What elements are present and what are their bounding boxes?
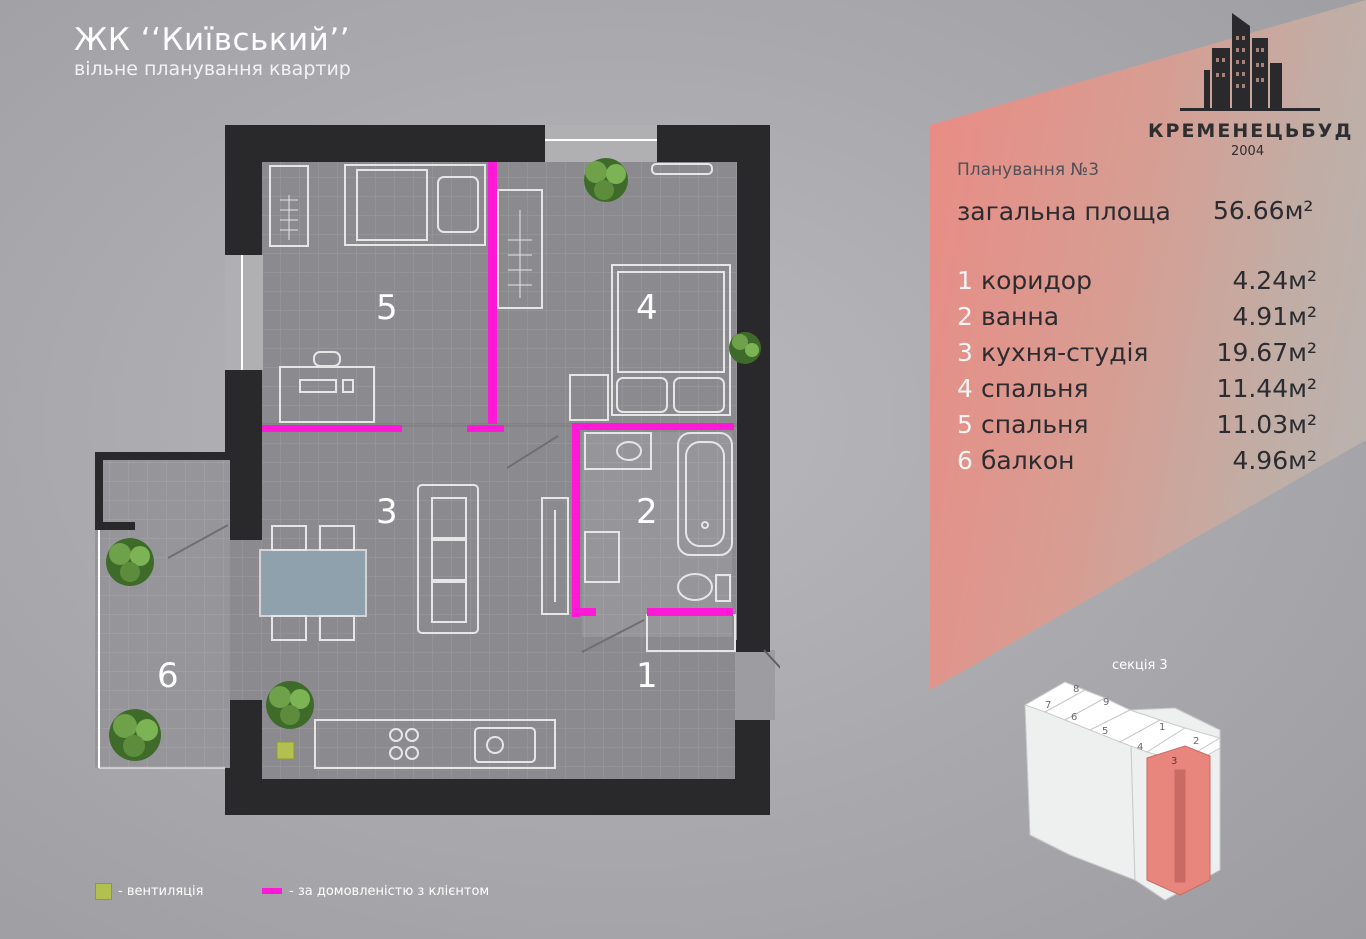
dining-table bbox=[259, 549, 367, 617]
project-title: ЖК ‘‘Київський’’ bbox=[74, 22, 351, 58]
room-name: кухня-студія bbox=[981, 338, 1149, 367]
brand-year: 2004 bbox=[1231, 144, 1265, 159]
room-row: 2 ванна 4.91м² bbox=[957, 302, 1317, 336]
total-area-value: 56.66м² bbox=[1213, 196, 1314, 225]
room-number: 4 bbox=[957, 374, 973, 403]
section-apt-8: 8 bbox=[1073, 684, 1079, 695]
room-label-6: 6 bbox=[157, 656, 179, 696]
section-apt-1: 1 bbox=[1159, 722, 1165, 733]
plant-icon bbox=[584, 158, 628, 202]
section-label: секція 3 bbox=[1112, 658, 1168, 673]
section-diagram: 8 7 6 9 5 1 4 2 3 bbox=[1023, 681, 1222, 901]
bed-5 bbox=[344, 164, 486, 246]
room-name: балкон bbox=[981, 446, 1075, 475]
room-label-5: 5 bbox=[376, 288, 398, 328]
bed-4 bbox=[611, 264, 731, 416]
room-row: 5 спальня 11.03м² bbox=[957, 410, 1317, 444]
toilet bbox=[677, 573, 713, 601]
room-number: 2 bbox=[957, 302, 973, 331]
ventilation-marker bbox=[276, 741, 295, 760]
room-row: 1 коридор 4.24м² bbox=[957, 266, 1317, 300]
total-area-label: загальна площа bbox=[957, 197, 1171, 226]
plan-name: Планування №3 bbox=[957, 160, 1100, 180]
room-area: 11.44м² bbox=[1216, 374, 1317, 403]
room-area: 19.67м² bbox=[1216, 338, 1317, 367]
room-number: 5 bbox=[957, 410, 973, 439]
room-row: 4 спальня 11.44м² bbox=[957, 374, 1317, 408]
bathtub bbox=[677, 432, 733, 556]
section-apt-6: 6 bbox=[1071, 712, 1077, 723]
room-row: 3 кухня-студія 19.67м² bbox=[957, 338, 1317, 372]
room-area: 4.24м² bbox=[1232, 266, 1317, 295]
room-area: 11.03м² bbox=[1216, 410, 1317, 439]
building-logo-icon bbox=[1180, 13, 1320, 111]
room-name: спальня bbox=[981, 410, 1089, 439]
floor-plan bbox=[95, 125, 780, 815]
project-subtitle: вільне планування квартир bbox=[74, 58, 351, 80]
ventilation-swatch bbox=[95, 883, 112, 900]
ventilation-legend-text: - вентиляція bbox=[118, 884, 204, 899]
client-wall-legend-text: - за домовленістю з клієнтом bbox=[289, 884, 490, 899]
room-number: 6 bbox=[957, 446, 973, 475]
sofa bbox=[417, 484, 479, 634]
section-apt-2: 2 bbox=[1193, 736, 1199, 747]
section-apt-9: 9 bbox=[1103, 697, 1109, 708]
plant-icon bbox=[106, 538, 154, 586]
room-label-4: 4 bbox=[636, 288, 658, 328]
section-apt-3: 3 bbox=[1171, 756, 1177, 767]
plant-icon bbox=[109, 709, 161, 761]
client-walls bbox=[262, 162, 734, 617]
room-label-1: 1 bbox=[636, 656, 658, 696]
plant-icon bbox=[729, 332, 761, 364]
room-number: 1 bbox=[957, 266, 973, 295]
brand-name: КРЕМЕНЕЦЬБУД bbox=[1148, 120, 1354, 142]
room-number: 3 bbox=[957, 338, 973, 367]
plant-icon bbox=[266, 681, 314, 729]
client-wall-swatch bbox=[262, 888, 282, 894]
balcony-floor bbox=[95, 452, 230, 768]
room-name: спальня bbox=[981, 374, 1089, 403]
top-window bbox=[545, 125, 657, 163]
highlighted-apartment bbox=[1146, 745, 1211, 896]
room-label-3: 3 bbox=[376, 492, 398, 532]
room-name: коридор bbox=[981, 266, 1092, 295]
room-area: 4.91м² bbox=[1232, 302, 1317, 331]
room-row: 6 балкон 4.96м² bbox=[957, 446, 1317, 480]
room-area: 4.96м² bbox=[1232, 446, 1317, 475]
section-apt-7: 7 bbox=[1045, 700, 1051, 711]
room-name: ванна bbox=[981, 302, 1060, 331]
section-apt-4: 4 bbox=[1137, 742, 1143, 753]
room-label-2: 2 bbox=[636, 492, 658, 532]
section-apt-5: 5 bbox=[1102, 726, 1108, 737]
